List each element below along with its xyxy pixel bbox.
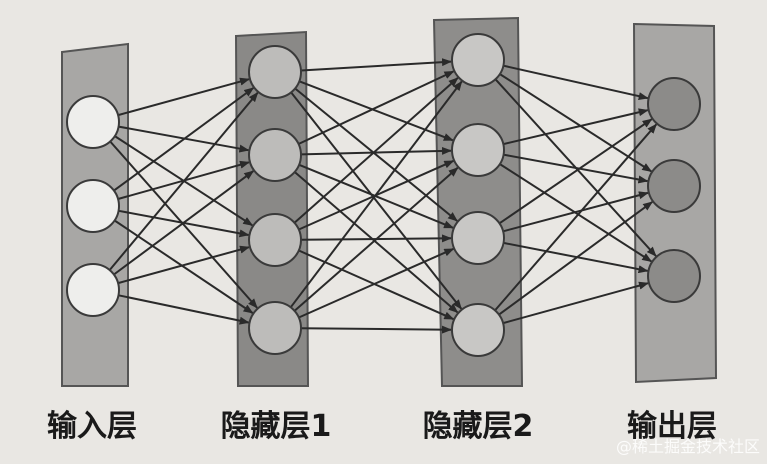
layer-label-output: 输出层 (627, 409, 717, 444)
connection-arrow (290, 91, 463, 310)
connection-arrow (503, 241, 649, 274)
neuron-hidden-2-2 (451, 123, 505, 177)
connection-arrow (502, 191, 649, 233)
connection-arrow (117, 245, 250, 285)
connection-arrow (289, 80, 463, 308)
neuron-hidden-1-4 (248, 301, 302, 355)
connection-arrow (298, 249, 455, 321)
connection-arrow (494, 123, 658, 312)
layer-label-hidden-1: 隐藏层1 (221, 409, 332, 444)
connection-arrow (109, 140, 258, 309)
layer-label-input: 输入层 (47, 409, 137, 444)
connection-arrow (113, 170, 255, 276)
connection-arrow (300, 146, 452, 156)
neuron-output-1 (647, 77, 701, 131)
connection-arrow (294, 171, 459, 314)
connection-arrow (499, 73, 653, 173)
connection-arrow (300, 58, 452, 72)
connection-arrow (108, 91, 259, 271)
neurons (66, 33, 701, 357)
neuron-output-3 (647, 249, 701, 303)
connection-arrows (108, 58, 658, 334)
connection-arrow (294, 87, 458, 222)
connection-arrow (503, 108, 649, 146)
neuron-hidden-2-1 (451, 33, 505, 87)
layer-label-hidden-2: 隐藏层2 (423, 409, 534, 444)
connection-arrow (118, 294, 250, 325)
connection-arrow (298, 80, 454, 142)
neuron-input-3 (66, 263, 120, 317)
connection-arrow (298, 70, 455, 145)
connection-arrow (293, 167, 459, 312)
connection-arrow (113, 87, 255, 192)
connection-arrow (293, 77, 459, 224)
neuron-hidden-2-4 (451, 303, 505, 357)
layer-panel-hidden-2 (432, 16, 524, 387)
connection-arrow (117, 77, 250, 117)
neuron-hidden-2-3 (451, 211, 505, 265)
neuron-input-1 (66, 95, 120, 149)
connection-arrow (498, 201, 654, 316)
layer-labels: 输入层 隐藏层1 隐藏层2 输出层 (47, 409, 717, 444)
watermark: @稀土掘金技术社区 (616, 437, 760, 456)
connection-arrow (298, 163, 454, 229)
connection-arrow (502, 281, 649, 325)
layer-panel-hidden-1 (234, 30, 310, 387)
connection-arrow (503, 153, 649, 184)
connection-arrow (298, 247, 455, 319)
connection-arrow (503, 64, 649, 101)
neuron-hidden-1-3 (248, 213, 302, 267)
connection-arrow (300, 325, 452, 334)
connection-arrow (498, 118, 653, 225)
neuron-output-2 (647, 159, 701, 213)
neuron-hidden-1-2 (248, 128, 302, 182)
neuron-hidden-1-1 (248, 45, 302, 99)
neuron-input-2 (66, 179, 120, 233)
